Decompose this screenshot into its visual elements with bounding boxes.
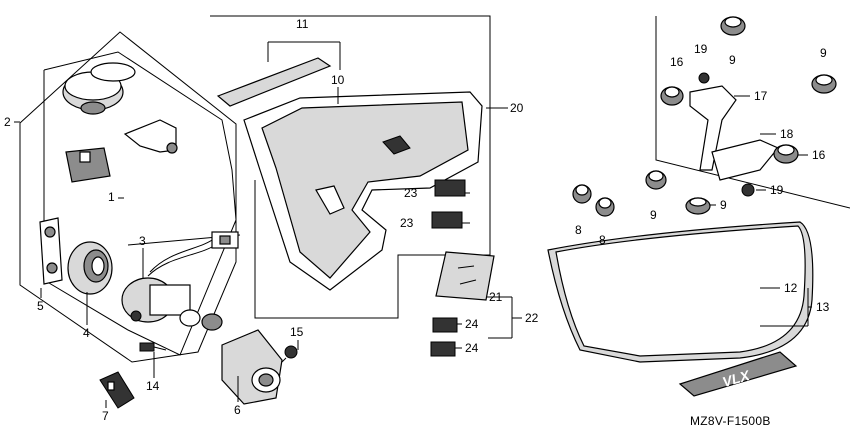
bolt-19-lower-part	[741, 183, 755, 197]
callout-22: 22	[525, 311, 539, 325]
callout-16-right: 16	[812, 148, 826, 162]
bracket-17-part	[689, 85, 737, 171]
clip-24-upper-part	[432, 317, 458, 333]
callout-13: 13	[816, 300, 830, 314]
callout-9-right: 9	[820, 46, 827, 60]
fuel-cap-part	[62, 62, 136, 115]
callout-6: 6	[234, 403, 241, 417]
diagram-code: MZ8V-F1500B	[690, 414, 771, 428]
center-cover-boundary	[210, 15, 491, 319]
callout-20: 20	[510, 101, 524, 115]
vlx-emblem-text: VLX	[721, 367, 753, 390]
leader-lines	[14, 41, 812, 408]
screw-15-part	[281, 345, 298, 363]
grommet-9-mid-part	[645, 170, 667, 190]
callout-7: 7	[102, 409, 109, 423]
switch-cover-part	[221, 329, 283, 405]
bracket-18-part	[711, 139, 779, 181]
callout-9-low: 9	[720, 198, 727, 212]
bracket-part	[39, 217, 63, 285]
callout-8-right: 8	[599, 233, 606, 247]
ignition-switch-part	[121, 231, 239, 331]
grommet-9-top-part	[720, 16, 746, 36]
grommet-8-left-part	[572, 184, 592, 204]
callout-12: 12	[784, 281, 798, 295]
callout-17: 17	[754, 89, 768, 103]
callout-1: 1	[108, 190, 115, 204]
emblem-plate-part	[435, 251, 495, 301]
vlx-emblem-part: VLX	[678, 351, 798, 397]
callout-9-top: 9	[729, 53, 736, 67]
bolt-19-upper-part	[698, 72, 710, 84]
callout-16-left: 16	[670, 55, 684, 69]
lock-body-part	[67, 241, 113, 295]
grommet-9-low-part	[685, 197, 711, 215]
callout-9-mid: 9	[650, 208, 657, 222]
callout-19-upper: 19	[694, 42, 708, 56]
screw-14-part	[139, 342, 167, 352]
grommet-9-right-part	[811, 74, 837, 94]
clip-24-lower-part	[430, 341, 456, 357]
callout-21: 21	[489, 290, 503, 304]
callout-3: 3	[139, 234, 146, 248]
side-cover-inner-part	[243, 91, 483, 291]
rubber-grommet-part	[65, 147, 111, 183]
callout-23-upper: 23	[404, 186, 418, 200]
grommet-16-left-part	[660, 86, 684, 106]
callout-5: 5	[37, 299, 44, 313]
key-part	[99, 371, 135, 409]
grommet-23-lower-part	[431, 211, 463, 229]
callout-19-lower: 19	[770, 183, 784, 197]
callout-18: 18	[780, 127, 794, 141]
callout-24-lower: 24	[465, 341, 479, 355]
callout-11: 11	[296, 17, 309, 31]
callout-labels: 1 2 3 4 5 6 7 8 8 9 9 9 9 10 11 12 13 14…	[4, 17, 830, 423]
callout-24-upper: 24	[465, 317, 479, 331]
callout-8-left: 8	[575, 223, 582, 237]
strip-10-part	[216, 57, 332, 107]
callout-2: 2	[4, 115, 11, 129]
callout-10: 10	[331, 73, 345, 87]
grommet-23-upper-part	[434, 179, 466, 197]
callout-14: 14	[146, 379, 160, 393]
callout-4: 4	[83, 326, 90, 340]
right-bracket-boundary	[655, 16, 850, 209]
lock-cover-part	[123, 119, 178, 154]
side-cover-outer-part	[547, 221, 814, 363]
grommet-8-right-part	[595, 197, 615, 217]
grommet-16-right-part	[773, 144, 799, 164]
callout-23-lower: 23	[400, 216, 414, 230]
callout-15: 15	[290, 325, 304, 339]
